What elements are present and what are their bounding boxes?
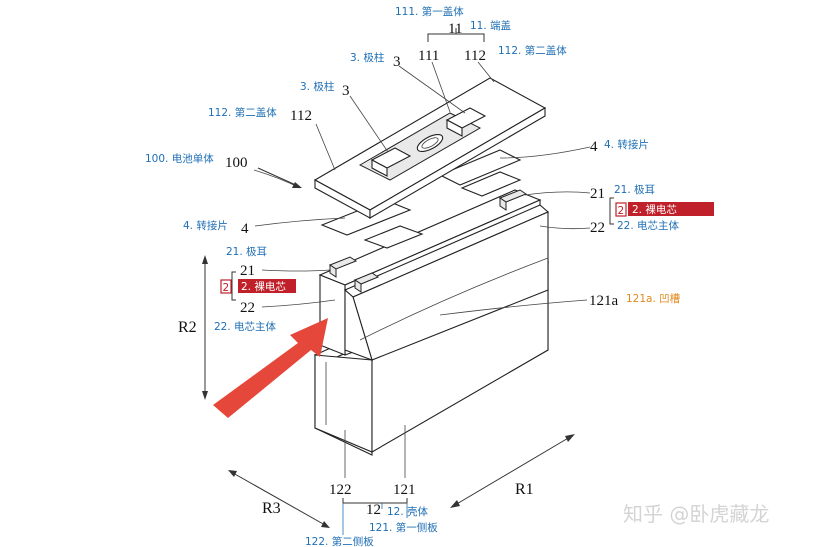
label-first-cover: 111. 第一盖体 bbox=[395, 5, 464, 18]
bare-cell-index-left: 2 bbox=[223, 282, 230, 294]
ref-122: 122 bbox=[329, 482, 352, 498]
bare-cell-index-right: 2 bbox=[618, 205, 625, 217]
adapter-drawing bbox=[320, 149, 522, 249]
ref-22-left: 22 bbox=[240, 300, 255, 316]
label-adapter-right: 4. 转接片 bbox=[604, 138, 649, 151]
ref-100: 100 bbox=[225, 155, 248, 171]
end-cover-drawing bbox=[313, 77, 547, 219]
label-adapter-left: 4. 转接片 bbox=[183, 219, 228, 232]
label-bare-cell-right: 2. 裸电芯 bbox=[632, 203, 677, 216]
label-bare-cell-left: 2. 裸电芯 bbox=[241, 280, 286, 293]
watermark: 知乎 @卧虎藏龙 bbox=[623, 502, 769, 526]
ref-21-left: 21 bbox=[240, 263, 255, 279]
ref-3-left: 3 bbox=[342, 83, 350, 99]
label-end-cover: 11. 端盖 bbox=[470, 19, 512, 32]
label-cell-body-left: 22. 电芯主体 bbox=[214, 320, 277, 333]
label-second-side-plate: 122. 第二侧板 bbox=[305, 535, 374, 547]
ref-R2: R2 bbox=[178, 319, 197, 336]
label-battery-cell: 100. 电池单体 bbox=[145, 152, 214, 165]
label-shell: 12. 壳体 bbox=[387, 505, 429, 518]
ref-11: 11 bbox=[448, 21, 462, 37]
bare-cell-tag-right: 2 2. 裸电芯 bbox=[615, 202, 714, 217]
ref-R1: R1 bbox=[515, 481, 534, 498]
ref-112-left: 112 bbox=[290, 108, 312, 124]
label-tab-right: 21. 极耳 bbox=[614, 183, 655, 196]
ref-121a: 121a bbox=[589, 293, 619, 309]
ref-121: 121 bbox=[393, 482, 416, 498]
label-second-cover-left: 112. 第二盖体 bbox=[208, 106, 277, 119]
direction-arrows bbox=[202, 167, 575, 528]
ref-21-right: 21 bbox=[590, 186, 605, 202]
bare-cell-drawing bbox=[318, 179, 550, 361]
ref-R3: R3 bbox=[262, 500, 281, 517]
label-post-left: 3. 极柱 bbox=[300, 80, 335, 93]
ref-3-top: 3 bbox=[393, 54, 401, 70]
label-second-cover-top: 112. 第二盖体 bbox=[498, 44, 567, 57]
label-cell-body-right: 22. 电芯主体 bbox=[617, 219, 680, 232]
ref-12: 12 bbox=[366, 502, 381, 518]
leader-lines bbox=[231, 28, 614, 535]
highlight-arrow bbox=[213, 318, 328, 418]
ref-111: 111 bbox=[418, 48, 439, 64]
label-post-top: 3. 极柱 bbox=[350, 51, 385, 64]
label-tab-left: 21. 极耳 bbox=[226, 245, 267, 258]
label-first-side-plate: 121. 第一侧板 bbox=[369, 521, 438, 534]
bare-cell-tag-left: 2 2. 裸电芯 bbox=[220, 279, 296, 294]
label-groove: 121a. 凹槽 bbox=[626, 293, 681, 305]
ref-4-left: 4 bbox=[241, 221, 249, 237]
ref-22-right: 22 bbox=[590, 220, 605, 236]
ref-112-top: 112 bbox=[464, 48, 486, 64]
ref-4-right: 4 bbox=[590, 139, 598, 155]
